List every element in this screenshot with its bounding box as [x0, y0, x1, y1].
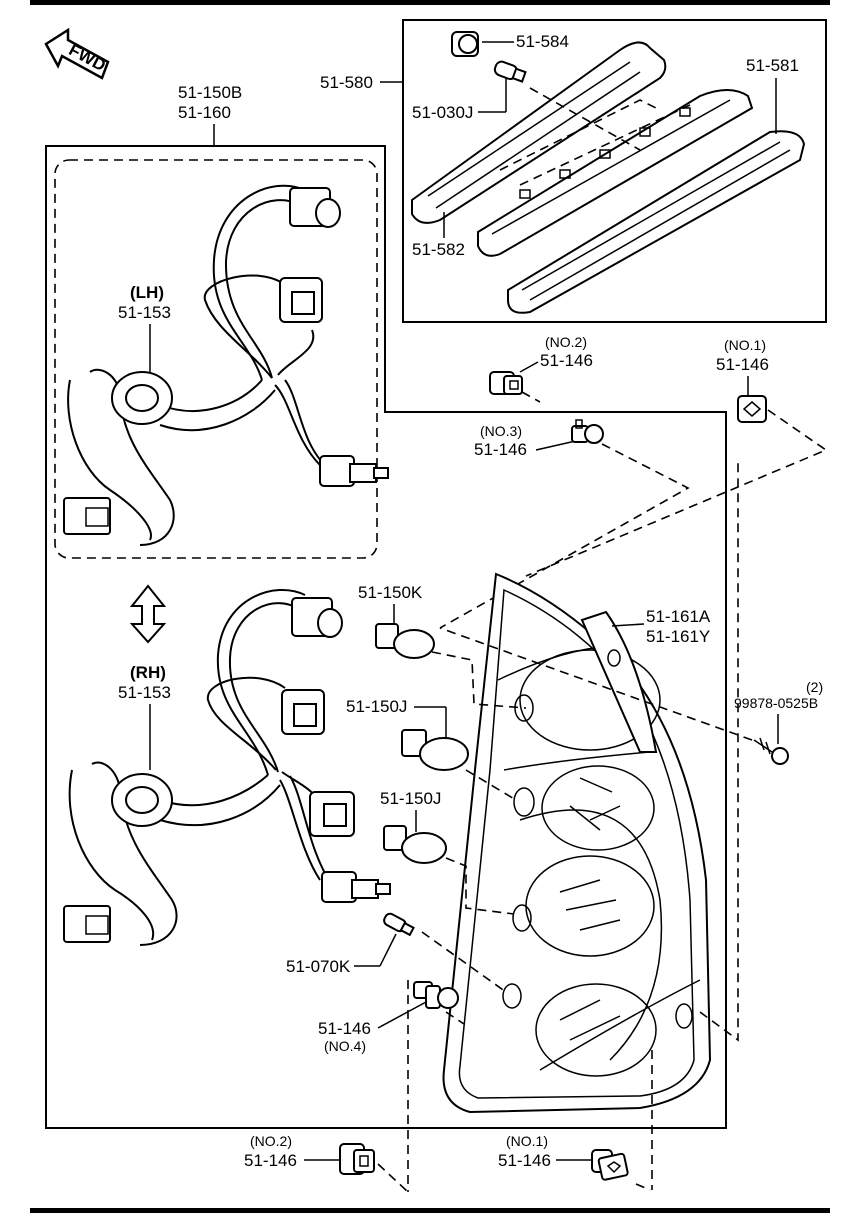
label-housing-582: 51-582: [412, 240, 465, 259]
lh-harness: [63, 184, 389, 546]
clip-no1-top: [737, 395, 767, 423]
clip-no1-bottom: [591, 1149, 629, 1181]
label-clip-no2-top-tag: (NO.2): [545, 334, 587, 350]
label-screw-qty: (2): [806, 679, 823, 695]
label-clip-no1-top: 51-146: [716, 355, 769, 374]
clip-no3: [571, 419, 604, 444]
screw-99878: [753, 737, 789, 765]
label-clip-no1-bottom: 51-146: [498, 1151, 551, 1170]
label-bulb-150j-a: 51-150J: [346, 697, 407, 716]
label-bulb-150j-b: 51-150J: [380, 789, 441, 808]
high-mount-lamp-box: [402, 19, 827, 323]
label-clip-no4-tag: (NO.4): [324, 1038, 366, 1054]
clip-no2-bottom: [339, 1143, 375, 1175]
label-lens-581: 51-581: [746, 56, 799, 75]
label-high-mount-assy: 51-580: [320, 73, 373, 92]
label-lamp-161y: 51-161Y: [646, 627, 710, 646]
label-rh-side: (RH): [130, 663, 166, 682]
rh-harness: [63, 588, 391, 946]
label-lh-part: 51-153: [118, 303, 171, 322]
bulb-150j-b: [383, 825, 447, 864]
label-clip-no3: 51-146: [474, 440, 527, 459]
label-screw: 99878-0525B: [734, 695, 818, 711]
bulb-150k: [375, 623, 435, 659]
lh-harness-box: [54, 159, 378, 559]
label-clip-no2-bottom: 51-146: [244, 1151, 297, 1170]
label-lh-side: (LH): [130, 283, 164, 302]
clip-no4: [413, 981, 459, 1009]
label-bulb-070k: 51-070K: [286, 957, 351, 976]
label-harness-set-1: 51-150B: [178, 83, 242, 102]
bulb-070k: [383, 912, 415, 937]
swap-arrow-icon: [129, 584, 167, 644]
bottom-border-rule: [30, 1208, 830, 1213]
bulb-150j-a: [401, 729, 469, 771]
label-bulb-030j: 51-030J: [412, 103, 473, 122]
label-clip-584: 51-584: [516, 32, 569, 51]
label-clip-no1-bottom-tag: (NO.1): [506, 1133, 548, 1149]
top-border-rule: [30, 0, 830, 5]
label-rh-part: 51-153: [118, 683, 171, 702]
label-clip-no3-tag: (NO.3): [480, 423, 522, 439]
label-clip-no4: 51-146: [318, 1019, 371, 1038]
high-mount-lamp-parts: [411, 31, 806, 314]
label-lamp-161a: 51-161A: [646, 607, 711, 626]
label-clip-no2-bottom-tag: (NO.2): [250, 1133, 292, 1149]
label-clip-no2-top: 51-146: [540, 351, 593, 370]
label-bulb-150k: 51-150K: [358, 583, 423, 602]
label-clip-no1-top-tag: (NO.1): [724, 337, 766, 353]
clip-no2-top: [489, 371, 523, 395]
label-harness-set-2: 51-160: [178, 103, 231, 122]
harness-frame: [45, 145, 727, 1129]
fwd-arrow-icon: FWD: [44, 27, 110, 80]
rear-combination-lamp: [442, 572, 712, 1114]
